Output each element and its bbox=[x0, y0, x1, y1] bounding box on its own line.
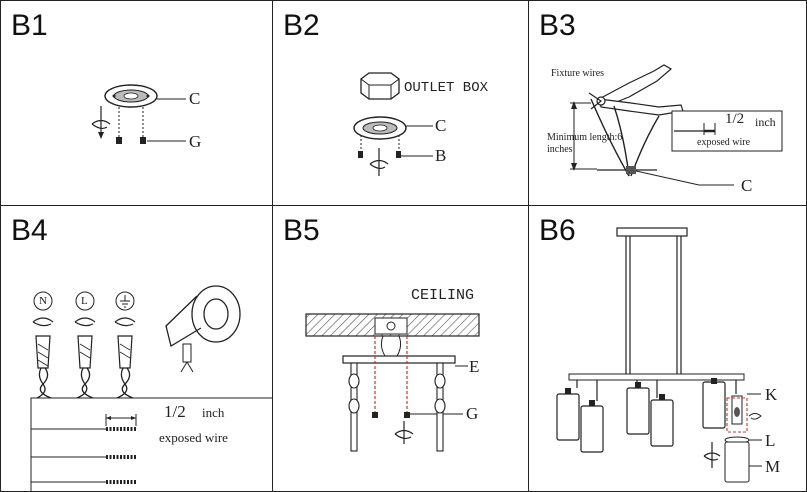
b3-drawing bbox=[570, 64, 783, 186]
label-c: C bbox=[189, 89, 201, 108]
label-ceiling: CEILING bbox=[411, 287, 475, 304]
label-c: C bbox=[435, 116, 447, 135]
panel-title-b5: B5 bbox=[283, 214, 320, 247]
panel-b3: B3 bbox=[528, 0, 807, 206]
glass-shade-m bbox=[724, 441, 750, 483]
label-e: E bbox=[469, 357, 480, 376]
label-g: G bbox=[189, 132, 202, 151]
panel-title-b1: B1 bbox=[11, 9, 48, 42]
panel-title-b6: B6 bbox=[539, 214, 576, 247]
label-b: B bbox=[435, 146, 447, 165]
b5-drawing bbox=[305, 313, 480, 452]
b6-drawing bbox=[556, 227, 762, 483]
label-g: G bbox=[466, 404, 479, 423]
live-symbol-icon bbox=[75, 291, 95, 311]
screw-g-left bbox=[372, 412, 378, 418]
neutral-symbol-icon bbox=[33, 291, 53, 311]
screw-g-right bbox=[404, 412, 410, 418]
label-fixture-wires: Fixture wires bbox=[551, 68, 605, 79]
wire-nut-icon bbox=[35, 335, 133, 369]
screw-b-left bbox=[358, 151, 363, 158]
screw-g-left bbox=[116, 137, 122, 144]
label-minimum-length: Minimum length:6 bbox=[547, 132, 623, 143]
screw-g-right bbox=[140, 137, 146, 144]
exposed-wire-callout bbox=[671, 110, 783, 152]
label-inches: inches bbox=[547, 144, 573, 155]
electrical-tape-icon bbox=[165, 285, 241, 348]
b1-drawing bbox=[91, 84, 186, 144]
label-half-inch: 1/2 bbox=[725, 111, 745, 127]
label-c: C bbox=[741, 176, 753, 195]
label-half-inch: 1/2 bbox=[164, 402, 186, 421]
outlet-box-shape bbox=[360, 72, 400, 100]
label-n: N bbox=[39, 295, 47, 307]
panel-b4: B4 bbox=[0, 205, 273, 492]
b4-drawing bbox=[30, 285, 272, 491]
b2-drawing bbox=[353, 72, 433, 176]
label-m: M bbox=[765, 457, 781, 476]
label-exposed-wire: exposed wire bbox=[159, 430, 228, 445]
panel-b1: B1 C G bbox=[0, 0, 273, 206]
screw-b-right bbox=[396, 151, 401, 158]
label-exposed-wire: exposed wire bbox=[697, 137, 751, 148]
label-inch: inch bbox=[755, 115, 776, 129]
label-outlet-box: OUTLET BOX bbox=[404, 80, 489, 96]
label-inch: inch bbox=[202, 405, 225, 420]
wire-stripper-icon bbox=[588, 64, 684, 116]
panel-b5: B5 bbox=[272, 205, 529, 492]
panel-b6: B6 bbox=[528, 205, 807, 492]
panel-title-b3: B3 bbox=[539, 9, 576, 42]
fixture-arm bbox=[568, 373, 745, 381]
label-l: L bbox=[765, 431, 776, 450]
panel-b2: B2 OUTLET BOX bbox=[272, 0, 529, 206]
canopy-bar bbox=[616, 227, 688, 237]
panel-title-b2: B2 bbox=[283, 9, 320, 42]
exposed-wire-callout bbox=[30, 397, 272, 491]
panel-title-b4: B4 bbox=[11, 214, 48, 247]
crossbar-e bbox=[342, 355, 456, 364]
glass-shade bbox=[556, 381, 726, 453]
label-l: L bbox=[81, 295, 88, 307]
label-k: K bbox=[765, 385, 778, 404]
